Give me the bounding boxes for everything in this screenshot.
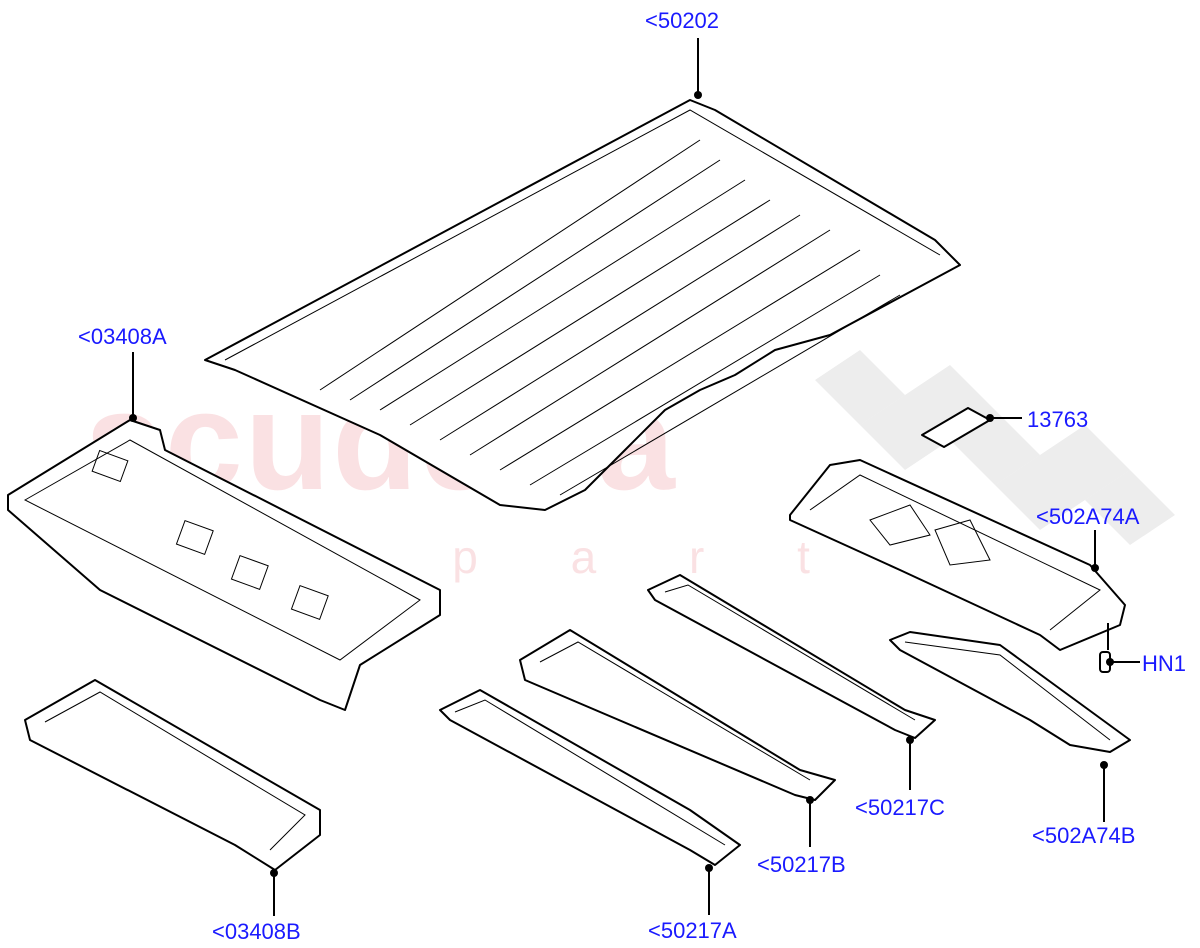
callout-50202[interactable]: <50202 xyxy=(645,8,720,33)
callout-hn1[interactable]: HN1 xyxy=(1142,651,1187,676)
roof-panel[interactable] xyxy=(204,99,961,511)
roof-bow-b[interactable] xyxy=(519,629,836,801)
callout-13763[interactable]: 13763 xyxy=(1027,407,1089,432)
front-header[interactable] xyxy=(789,459,1126,651)
callout-50217a[interactable]: <50217A xyxy=(648,918,737,943)
callout-502a74a[interactable]: <502A74A xyxy=(1036,504,1140,529)
roof-bow-c[interactable] xyxy=(647,574,936,739)
roof-bow-a[interactable] xyxy=(439,689,741,866)
callout-03408a[interactable]: <03408A xyxy=(78,324,167,349)
rear-header-lower[interactable] xyxy=(24,679,321,871)
checker-watermark xyxy=(815,350,1175,545)
front-header-reinforcement[interactable] xyxy=(889,631,1131,753)
callout-50217c[interactable]: <50217C xyxy=(855,795,945,820)
callout-03408b[interactable]: <03408B xyxy=(212,919,301,944)
rear-header-upper[interactable] xyxy=(7,419,441,711)
callout-502a74b[interactable]: <502A74B xyxy=(1032,823,1136,848)
callout-50217b[interactable]: <50217B xyxy=(757,852,846,877)
leader-lines xyxy=(129,38,1140,916)
